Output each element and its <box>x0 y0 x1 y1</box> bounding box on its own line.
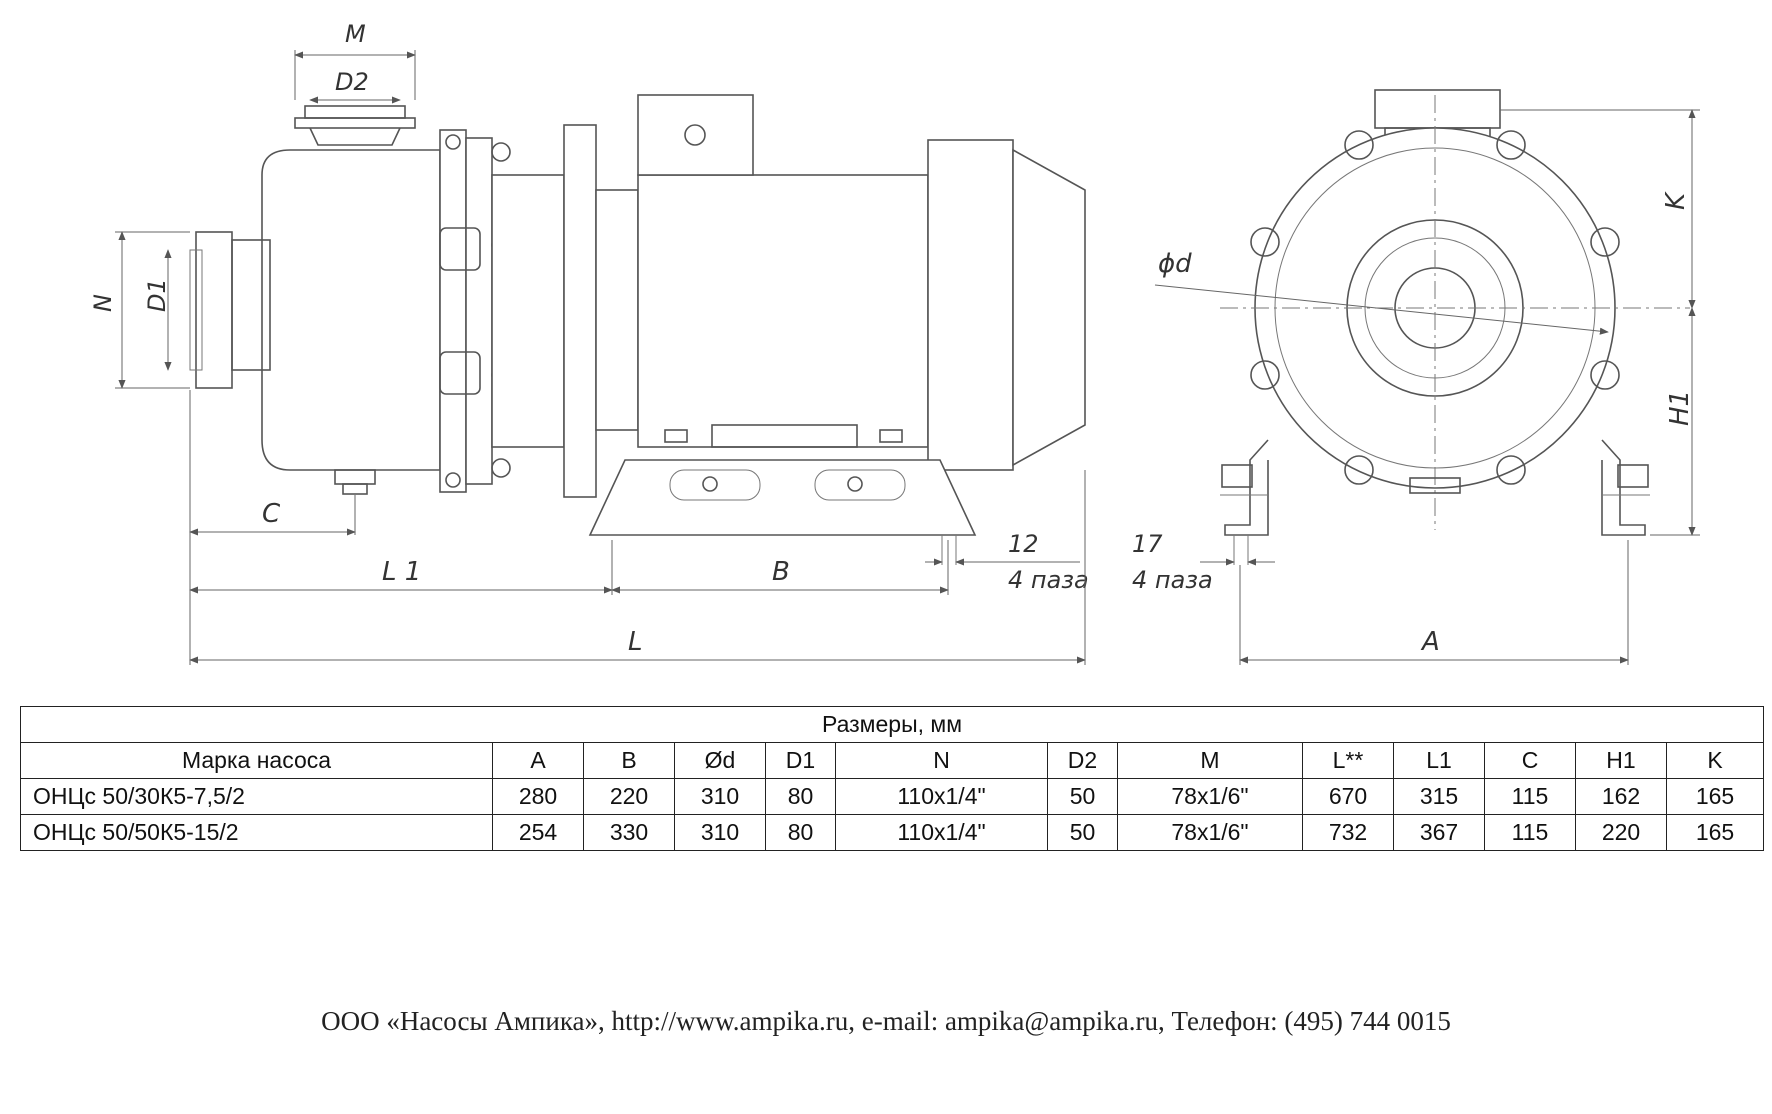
table-cell: 310 <box>674 778 766 815</box>
table-cell: 254 <box>492 814 584 851</box>
label-m: M <box>345 20 366 48</box>
label-d: ϕd <box>1158 249 1192 279</box>
column-header: L** <box>1302 742 1394 779</box>
table-cell: 367 <box>1393 814 1485 851</box>
pump-model-cell: ОНЦс 50/50К5-15/2 <box>20 814 493 851</box>
company-footer: ООО «Насосы Ампика», http://www.ampika.r… <box>321 1006 1451 1036</box>
label-slot-12-sub: 4 паза <box>1008 566 1089 594</box>
table-cell: 165 <box>1665 778 1765 815</box>
column-header: C <box>1484 742 1576 779</box>
column-header: Ød <box>674 742 766 779</box>
table-cell: 732 <box>1302 814 1394 851</box>
label-c: C <box>262 499 281 529</box>
table-cell: 162 <box>1575 778 1667 815</box>
label-slot-17: 17 <box>1132 530 1163 558</box>
column-header: M <box>1117 742 1303 779</box>
pump-drawing: M D2 N D1 C L 1 B 12 4 паза L <box>89 20 1700 665</box>
table-title-row: Размеры, мм <box>19 706 1765 743</box>
table-cell: 115 <box>1484 778 1576 815</box>
label-h1: H1 <box>1665 390 1695 426</box>
table-cell: 50 <box>1047 778 1118 815</box>
table-cell: 280 <box>492 778 584 815</box>
table-cell: 315 <box>1393 778 1485 815</box>
column-header: D2 <box>1047 742 1118 779</box>
column-header: Марка насоса <box>20 742 493 779</box>
table-cell: 50 <box>1047 814 1118 851</box>
label-k: K <box>1661 191 1691 210</box>
column-header: D1 <box>765 742 836 779</box>
table-cell: 80 <box>765 778 836 815</box>
table-cell: 80 <box>765 814 836 851</box>
table-cell: 310 <box>674 814 766 851</box>
label-slot-17-sub: 4 паза <box>1132 566 1213 594</box>
table-cell: 110x1/4" <box>835 778 1048 815</box>
table-cell: 110x1/4" <box>835 814 1048 851</box>
side-view <box>189 94 1086 565</box>
label-slot-12: 12 <box>1008 530 1039 558</box>
front-dimensions: ϕd K H1 17 4 паза A <box>1132 109 1700 665</box>
column-header: B <box>583 742 675 779</box>
column-header: A <box>492 742 584 779</box>
label-d2: D2 <box>335 68 369 96</box>
label-b: B <box>772 557 790 587</box>
front-view <box>1220 89 1690 565</box>
table-cell: 330 <box>583 814 675 851</box>
column-header: K <box>1665 742 1765 779</box>
label-l1: L 1 <box>382 557 421 587</box>
table-cell: 78x1/6" <box>1117 814 1303 851</box>
pump-model-cell: ОНЦс 50/30К5-7,5/2 <box>20 778 493 815</box>
table-cell: 220 <box>583 778 675 815</box>
table-cell: 670 <box>1302 778 1394 815</box>
column-header: H1 <box>1575 742 1667 779</box>
label-a: A <box>1420 627 1440 657</box>
table-title: Размеры, мм <box>19 706 1765 743</box>
column-header: N <box>835 742 1048 779</box>
column-header: L1 <box>1393 742 1485 779</box>
label-l: L <box>628 627 643 657</box>
side-dimensions: M D2 N D1 C L 1 B 12 4 паза L <box>89 20 1089 665</box>
label-n: N <box>89 294 117 312</box>
label-d1: D1 <box>143 278 171 312</box>
table-cell: 115 <box>1484 814 1576 851</box>
table-cell: 78x1/6" <box>1117 778 1303 815</box>
table-cell: 165 <box>1665 814 1765 851</box>
table-cell: 220 <box>1575 814 1667 851</box>
